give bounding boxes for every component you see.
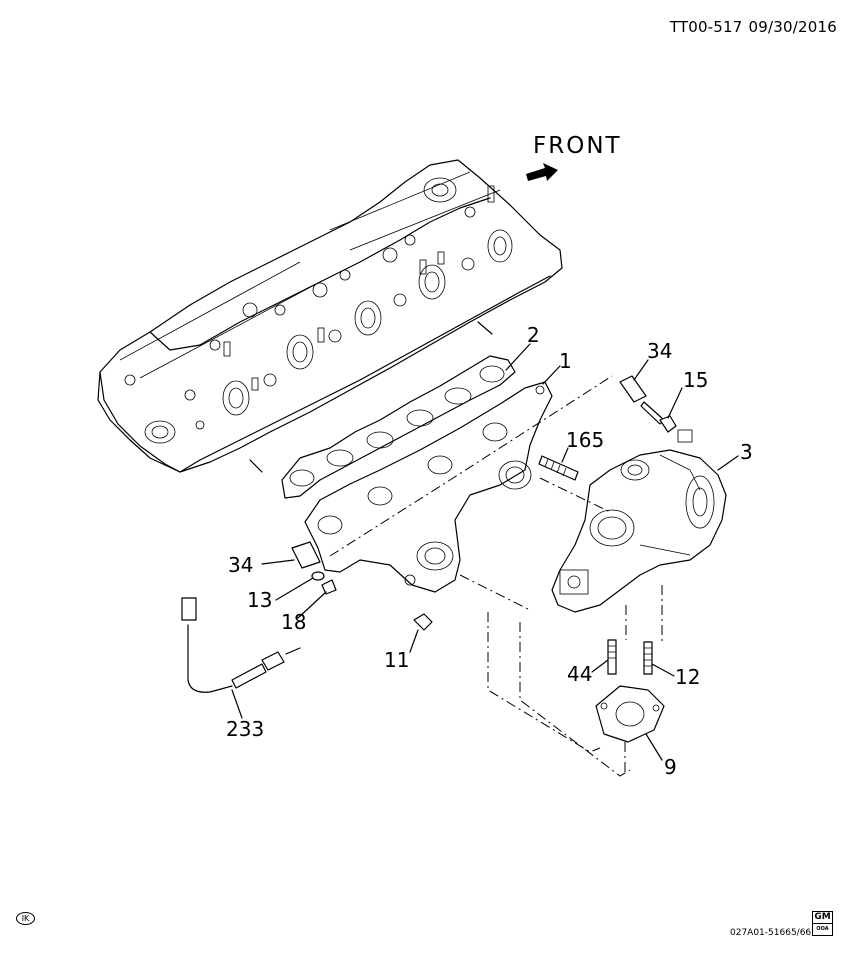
sleeve-34-lower xyxy=(291,541,321,569)
leader-lines xyxy=(231,343,739,761)
front-arrow-icon xyxy=(526,163,558,181)
bolt-15 xyxy=(640,401,677,433)
stud-165 xyxy=(538,455,579,481)
callout-34-upper: 34 xyxy=(647,339,673,363)
ik-mark: IK xyxy=(16,912,35,925)
nut-13 xyxy=(311,571,325,581)
cylinder-head xyxy=(97,159,563,473)
callout-233: 233 xyxy=(226,717,265,741)
turbocharger xyxy=(551,429,727,613)
sleeve-34-upper xyxy=(619,375,647,403)
drawing-id: TT00-517 xyxy=(669,18,743,36)
gm-logo-sub: OOA xyxy=(813,923,832,935)
stud-12 xyxy=(643,641,653,675)
callout-2: 2 xyxy=(527,323,540,347)
callout-9: 9 xyxy=(664,755,677,779)
turbo-gasket-9 xyxy=(595,685,665,743)
callout-15: 15 xyxy=(683,368,709,392)
callout-44: 44 xyxy=(567,662,593,686)
callout-11: 11 xyxy=(384,648,410,672)
callout-165: 165 xyxy=(566,428,605,452)
nut-11 xyxy=(413,613,433,631)
footer-code: 027A01-51665/66 xyxy=(730,928,812,938)
exhaust-manifold-gasket xyxy=(281,355,516,499)
drawing-date: 09/30/2016 xyxy=(748,18,837,36)
oxygen-sensor xyxy=(181,597,301,693)
callout-3: 3 xyxy=(740,440,753,464)
callout-1: 1 xyxy=(559,349,572,373)
gm-logo: GM OOA xyxy=(812,911,833,936)
exhaust-manifold xyxy=(304,381,553,593)
callout-13: 13 xyxy=(247,588,273,612)
front-label: FRONT xyxy=(533,133,622,159)
callout-34-lower: 34 xyxy=(228,553,254,577)
alignment-lines xyxy=(329,375,663,777)
callout-12: 12 xyxy=(675,665,701,689)
stud-44 xyxy=(607,639,617,675)
drawing-header: TT00-517 09/30/2016 xyxy=(670,18,837,36)
callout-18: 18 xyxy=(281,610,307,634)
gm-logo-text: GM xyxy=(814,912,831,922)
nut-18 xyxy=(321,579,337,595)
